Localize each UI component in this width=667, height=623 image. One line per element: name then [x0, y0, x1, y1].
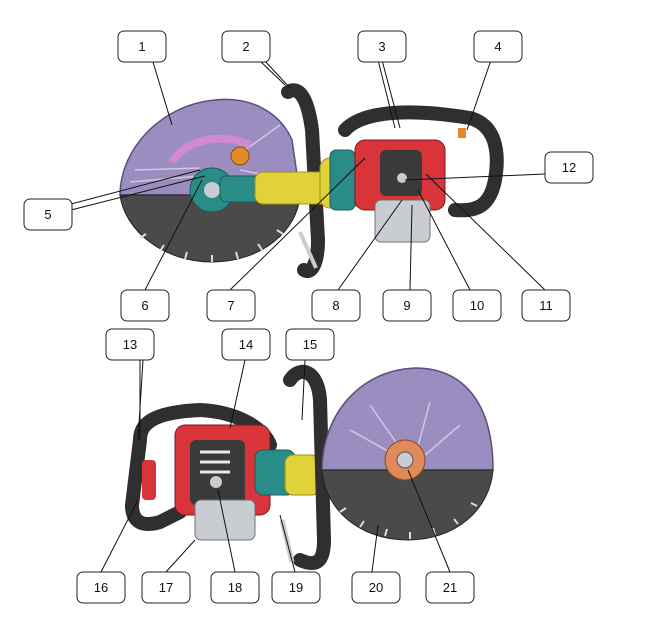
svg-text:2: 2	[242, 39, 249, 54]
svg-text:11: 11	[539, 298, 553, 313]
svg-text:7: 7	[227, 298, 234, 313]
svg-text:15: 15	[303, 337, 317, 352]
callout-17: 17	[142, 572, 190, 603]
callout-1: 1	[118, 31, 166, 62]
callout-6: 6	[121, 290, 169, 321]
svg-text:21: 21	[443, 580, 457, 595]
svg-text:14: 14	[239, 337, 253, 352]
svg-text:13: 13	[123, 337, 137, 352]
svg-text:16: 16	[94, 580, 108, 595]
svg-text:20: 20	[369, 580, 383, 595]
svg-text:8: 8	[332, 298, 339, 313]
callout-19: 19	[272, 572, 320, 603]
fuel-tank-top	[375, 200, 430, 242]
svg-text:19: 19	[289, 580, 303, 595]
svg-text:6: 6	[141, 298, 148, 313]
callout-10: 10	[453, 290, 501, 321]
callout-4: 4	[474, 31, 522, 62]
svg-text:1: 1	[138, 39, 145, 54]
callout-13: 13	[106, 329, 154, 360]
svg-text:17: 17	[159, 580, 173, 595]
fuel-tank-bottom	[195, 500, 255, 540]
cutting-blade-bottom-view	[322, 470, 493, 540]
svg-text:12: 12	[562, 160, 576, 175]
callout-12: 12	[545, 152, 593, 183]
guard-knob	[231, 147, 249, 165]
callout-8: 8	[312, 290, 360, 321]
callout-20: 20	[352, 572, 400, 603]
svg-text:9: 9	[403, 298, 410, 313]
shaft-coupler	[255, 172, 330, 204]
callout-14: 14	[222, 329, 270, 360]
callout-2: 2	[222, 31, 270, 62]
svg-text:4: 4	[494, 39, 501, 54]
callout-11: 11	[522, 290, 570, 321]
svg-text:10: 10	[470, 298, 484, 313]
callout-16: 16	[77, 572, 125, 603]
callout-7: 7	[207, 290, 255, 321]
callout-18: 18	[211, 572, 259, 603]
saw-left-side-view	[120, 90, 497, 271]
callout-15: 15	[286, 329, 334, 360]
callout-5: 5	[24, 199, 72, 230]
callout-21: 21	[426, 572, 474, 603]
starter-hub	[210, 476, 222, 488]
callout-3: 3	[358, 31, 406, 62]
callout-9: 9	[383, 290, 431, 321]
svg-text:5: 5	[44, 207, 51, 222]
svg-text:3: 3	[378, 39, 385, 54]
svg-text:18: 18	[228, 580, 242, 595]
saw-right-side-view	[132, 368, 493, 563]
